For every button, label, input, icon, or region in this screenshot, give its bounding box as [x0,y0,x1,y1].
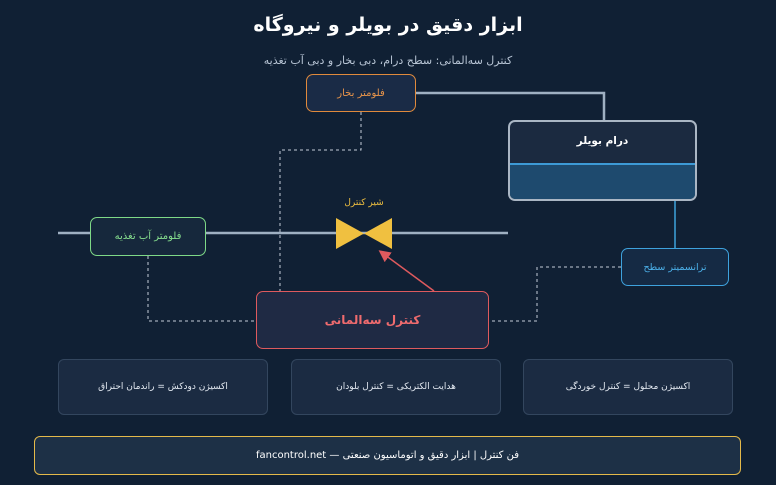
info-card-text: اکسیژن دودکش = راندمان احتراق [98,382,228,392]
steam-flow-signal [279,112,362,291]
boiler-drum-label: درام بویلر [576,135,629,147]
level-transmitter-box: ترانسمیتر سطح [621,248,729,286]
info-card-text: اکسیژن محلول = کنترل خوردگی [565,382,691,392]
steam-flowmeter-label: فلومتر بخار [337,87,385,99]
drum-water-level [510,163,695,199]
info-card-conductivity: هدایت الکتریکی = کنترل بلودان [291,359,501,415]
info-card-dissolved-oxygen: اکسیژن محلول = کنترل خوردگی [523,359,733,415]
level-transmitter-label: ترانسمیتر سطح [643,261,707,273]
feedwater-flowmeter-box: فلومتر آب تغذیه [90,217,206,256]
level-signal [489,266,621,322]
control-valve-icon [336,218,392,249]
controller-output-arrow [378,250,435,292]
steam-pipe [416,91,606,120]
boiler-drum: درام بویلر [508,120,697,201]
page-title: ابزار دقیق در بویلر و نیروگاه [253,14,523,36]
footer-banner: فن کنترل | ابزار دقیق و اتوماسیون صنعتی … [34,436,741,475]
page-subtitle: کنترل سه‌المانی: سطح درام، دبی بخار و دب… [263,54,513,67]
footer-text: فن کنترل | ابزار دقیق و اتوماسیون صنعتی … [255,450,520,461]
feedwater-flowmeter-label: فلومتر آب تغذیه [114,231,182,242]
info-card-text: هدایت الکتریکی = کنترل بلودان [336,382,456,392]
three-element-controller-label: کنترل سه‌المانی [324,313,421,327]
feed-flow-signal [147,256,256,322]
three-element-controller-box: کنترل سه‌المانی [256,291,489,349]
info-card-flue-oxygen: اکسیژن دودکش = راندمان احتراق [58,359,268,415]
steam-flowmeter-box: فلومتر بخار [306,74,416,112]
control-valve-label: شیر کنترل [344,198,384,208]
